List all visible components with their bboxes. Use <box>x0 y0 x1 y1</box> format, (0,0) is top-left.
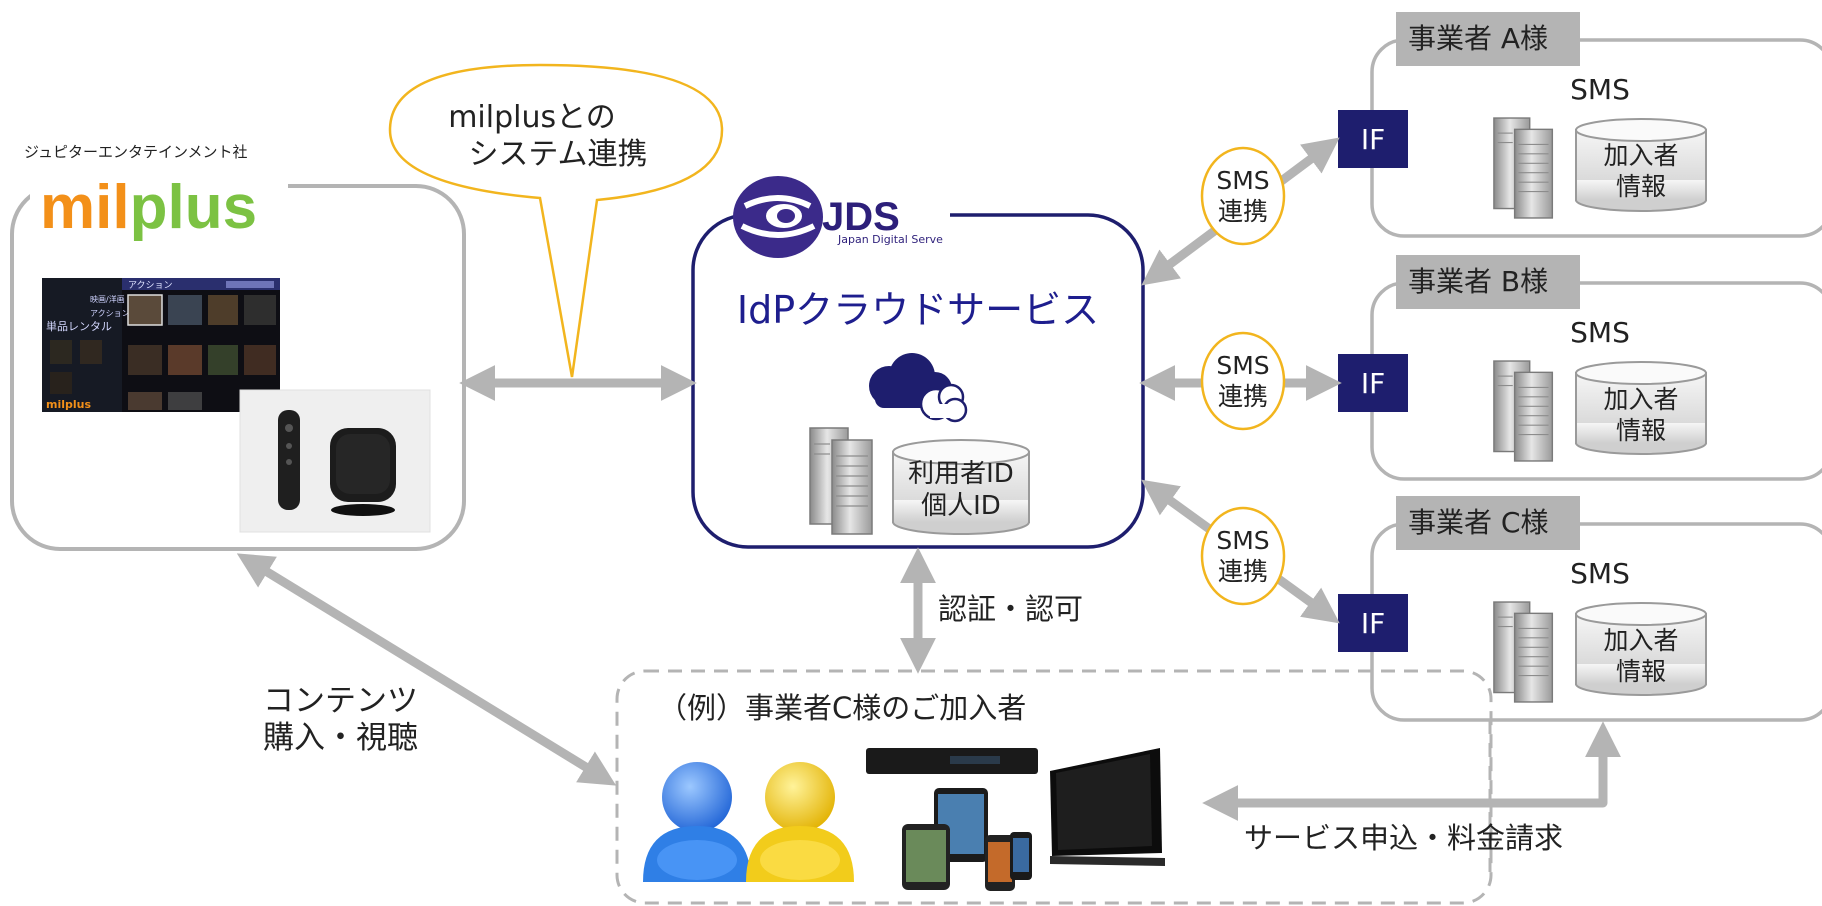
milplus-logo-plus: plus <box>130 173 257 242</box>
operator-b-db-line-1: 加入者 <box>1603 385 1678 414</box>
jds-service-title: IdPクラウドサービス <box>737 288 1099 332</box>
operator-c-server-icon <box>1493 601 1554 703</box>
screen-menu-3: 単品レンタル <box>46 319 112 333</box>
operator-a-sms-label: SMS <box>1570 73 1630 106</box>
jds-logo-subtitle: Japan Digital Serve <box>837 233 943 246</box>
operator-b-name: 事業者 B様 <box>1408 265 1548 298</box>
milplus-logo: milplus <box>40 173 257 242</box>
if-box-a-label: IF <box>1361 123 1385 156</box>
user-icon-yellow <box>746 762 854 882</box>
jds-logo-icon <box>733 176 823 258</box>
operator-a-name: 事業者 A様 <box>1408 22 1548 55</box>
operator-a-server-icon <box>1493 117 1554 219</box>
tv-image <box>1050 748 1165 866</box>
screen-header-label: アクション <box>128 280 173 291</box>
screen-milplus-logo: milplus <box>46 398 91 411</box>
contents-label-line-2: 購入・視聴 <box>263 720 418 756</box>
sms-link-oval-b: SMS 連携 <box>1200 331 1286 431</box>
sms-link-oval-c: SMS 連携 <box>1200 506 1286 606</box>
auth-label: 認証・認可 <box>938 592 1083 626</box>
cloud-icon <box>869 353 968 423</box>
operator-c-panel: 事業者 C様 SMS 加入者 情報 <box>1370 496 1822 722</box>
if-box-a: IF <box>1338 110 1408 168</box>
milplus-callout-bubble <box>388 63 724 378</box>
milplus-screen-image: アクション 映画/洋画 アクション 単品レンタル milplus <box>42 278 280 412</box>
operator-a-name-badge <box>1396 12 1580 66</box>
operator-c-name: 事業者 C様 <box>1408 506 1548 539</box>
set-top-box-image <box>239 389 431 533</box>
svg-text:連携: 連携 <box>1218 382 1268 411</box>
jds-logo-text: JDS <box>822 195 900 239</box>
operator-b-db-line-2: 情報 <box>1616 416 1666 445</box>
svg-text:SMS: SMS <box>1216 351 1269 380</box>
operator-a-panel: 事業者 A様 SMS 加入者 情報 <box>1370 12 1822 238</box>
subscribers-label: （例）事業者C様のご加入者 <box>658 691 1026 725</box>
operator-b-database-icon <box>1575 361 1707 385</box>
contents-link-arrow <box>236 553 617 786</box>
operator-b-panel: 事業者 B様 SMS 加入者 情報 <box>1370 255 1822 481</box>
svg-text:SMS: SMS <box>1216 166 1269 195</box>
service-apply-arrow <box>1202 721 1621 821</box>
callout-line-1: milplusとの <box>448 100 616 135</box>
if-box-c-label: IF <box>1361 607 1385 640</box>
jds-server-icon <box>809 427 873 535</box>
screen-thumbnails <box>50 294 276 410</box>
jds-db-line-1: 利用者ID <box>908 459 1014 489</box>
callout-line-2: システム連携 <box>468 137 647 172</box>
screen-menu-1: 映画/洋画 <box>90 294 125 304</box>
sms-link-oval-a: SMS 連携 <box>1200 146 1286 246</box>
user-icon-blue <box>643 762 751 882</box>
operator-c-name-badge <box>1396 496 1580 550</box>
service-apply-label: サービス申込・料金請求 <box>1244 821 1563 855</box>
operator-b-name-badge <box>1396 255 1580 309</box>
operator-c-sms-label: SMS <box>1570 557 1630 590</box>
operator-a-db-line-2: 情報 <box>1616 172 1666 201</box>
if-box-c: IF <box>1338 594 1408 652</box>
operator-b-sms-label: SMS <box>1570 316 1630 349</box>
svg-text:連携: 連携 <box>1218 557 1268 586</box>
operator-b-server-icon <box>1493 360 1554 462</box>
operator-c-db-line-2: 情報 <box>1616 657 1666 686</box>
svg-text:連携: 連携 <box>1218 197 1268 226</box>
jds-db-line-2: 個人ID <box>921 491 1001 521</box>
contents-label-line-1: コンテンツ <box>263 683 418 719</box>
devices-image <box>866 748 1038 891</box>
operator-c-database-icon <box>1575 602 1707 626</box>
jds-database-icon <box>892 439 1030 535</box>
milplus-logo-mil: mil <box>40 173 130 242</box>
svg-text:SMS: SMS <box>1216 526 1269 555</box>
operator-a-db-line-1: 加入者 <box>1603 141 1678 170</box>
if-box-b: IF <box>1338 354 1408 412</box>
milplus-company-label: ジュピターエンタテインメント社 <box>24 143 248 161</box>
operator-c-db-line-1: 加入者 <box>1603 626 1678 655</box>
if-box-b-label: IF <box>1361 367 1385 400</box>
screen-menu-2: アクション <box>90 309 130 318</box>
operator-a-database-icon <box>1575 118 1707 142</box>
